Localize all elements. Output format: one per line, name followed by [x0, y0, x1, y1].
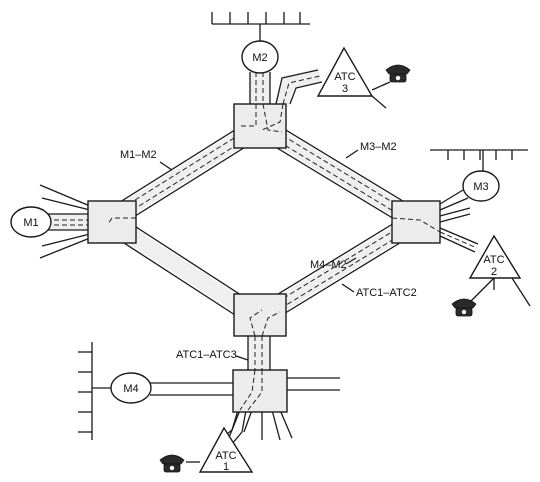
- link-atc1-atc3-text: ATC1–ATC3: [176, 349, 237, 361]
- exchange-atc1-name: ATC: [215, 450, 236, 462]
- station-m4[interactable]: M4: [110, 372, 152, 404]
- exchange-atc3[interactable]: ATC 3: [316, 46, 391, 109]
- bus-m3: [430, 149, 528, 172]
- lower-node-lines: [150, 377, 340, 445]
- link-m1-m2-text: M1–M2: [120, 149, 157, 161]
- station-m1[interactable]: M1: [10, 206, 52, 238]
- conduit-atc3: [275, 69, 323, 106]
- route-bottom-a: [249, 309, 263, 337]
- junction-left: [87, 200, 137, 244]
- link-atc1-atc2-text: ATC1–ATC2: [356, 287, 417, 299]
- bus-m4: [78, 342, 112, 440]
- conduit-vertical-lower: [247, 336, 271, 374]
- link-m4-m2-text: M4–M2: [310, 259, 347, 271]
- station-m3-label: M3: [473, 181, 488, 193]
- link-label-atc1-atc2: ATC1–ATC2: [341, 283, 417, 299]
- exchange-atc1[interactable]: ATC 1: [186, 426, 254, 473]
- exchange-atc3-number: 3: [342, 83, 348, 95]
- route-top-c: [261, 103, 284, 131]
- conduit-m2: [249, 72, 271, 104]
- station-m4-label: M4: [123, 383, 138, 395]
- route-lower-a: [239, 369, 256, 411]
- station-m3[interactable]: M3: [462, 170, 500, 202]
- exchange-atc2-name: ATC: [483, 254, 504, 266]
- link-label-m3-m2: M3–M2: [345, 141, 397, 159]
- route-right: [391, 217, 441, 233]
- junction-lower: [232, 369, 288, 413]
- bus-m2: [211, 12, 310, 42]
- junction-bottom: [233, 293, 287, 337]
- station-m1-label: M1: [23, 217, 38, 229]
- link-m3-m2-text: M3–M2: [360, 141, 397, 153]
- conduit-m1: [39, 184, 91, 259]
- telephone-icon-atc3: [385, 64, 411, 83]
- link-label-atc1-atc3: ATC1–ATC3: [176, 349, 249, 361]
- conduit-m3-atc2: [439, 189, 479, 253]
- link-label-m1-m2: M1–M2: [120, 149, 173, 171]
- exchange-atc2-number: 2: [491, 266, 497, 278]
- route-top-b: [262, 103, 283, 133]
- station-m2-label: M2: [252, 52, 267, 64]
- route-top-a: [238, 104, 257, 127]
- route-bottom-b: [261, 311, 281, 337]
- link-label-m4-m2: M4–M2: [310, 257, 357, 271]
- station-m2[interactable]: M2: [241, 40, 279, 74]
- exchange-atc2[interactable]: ATC 2: [468, 234, 531, 307]
- telephone-icon-atc1: [159, 454, 185, 473]
- exchange-atc1-number: 1: [223, 461, 229, 473]
- route-left: [107, 217, 136, 225]
- junction-right: [391, 200, 441, 244]
- telephone-icon-atc2: [451, 298, 477, 317]
- exchange-atc3-name: ATC: [334, 71, 355, 83]
